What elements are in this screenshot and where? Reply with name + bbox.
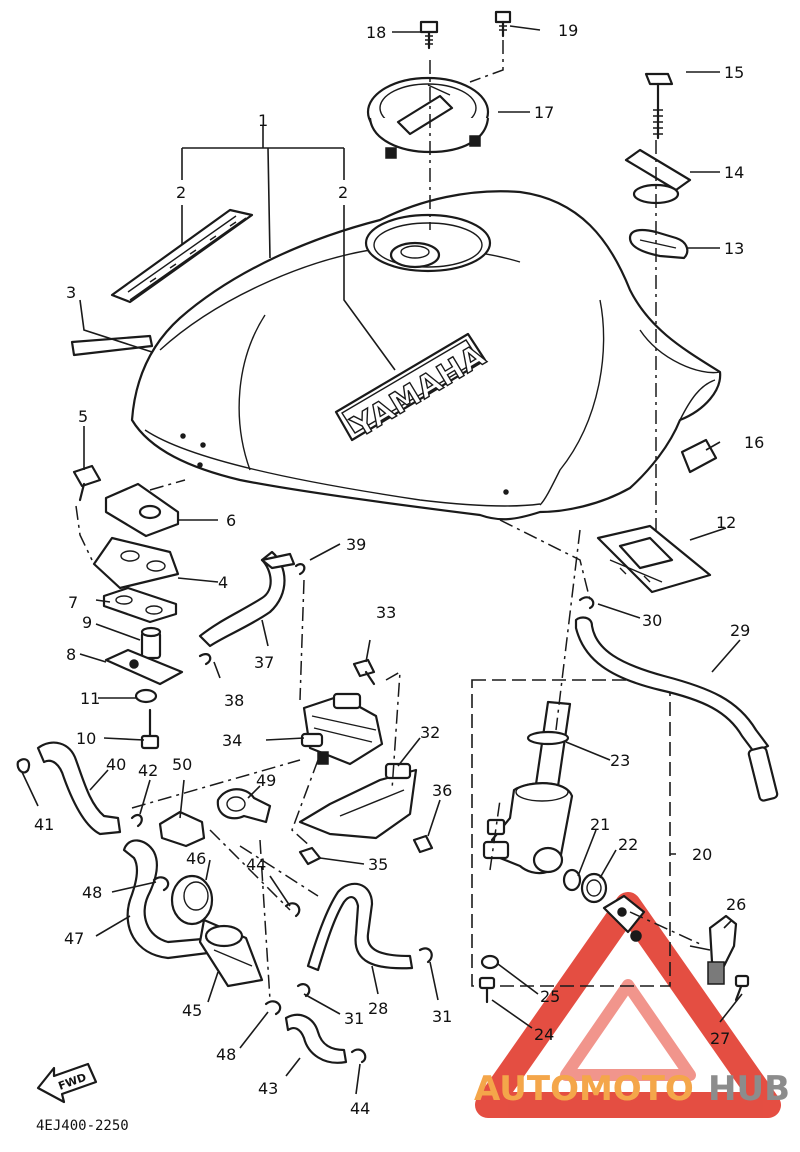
callout-32: 32 [420, 723, 440, 742]
callout-29: 29 [730, 621, 750, 640]
watermark-text: AUTOMOTO HUB [474, 1069, 790, 1109]
callout-7: 7 [68, 593, 78, 612]
callout-37: 37 [254, 653, 274, 672]
callout-41: 41 [34, 815, 54, 834]
fuel-pump-assembly [198, 550, 434, 866]
watermark-text-part1: AUTOMOTO [474, 1069, 694, 1109]
callout-16: 16 [744, 433, 764, 452]
callout-39: 39 [346, 535, 366, 554]
callout-20: 20 [692, 845, 712, 864]
callout-31b: 31 [432, 1007, 452, 1026]
watermark-text-part2: HUB [708, 1069, 790, 1109]
callout-48b: 48 [216, 1045, 236, 1064]
callout-10: 10 [76, 729, 96, 748]
callout-48a: 48 [82, 883, 102, 902]
callout-40: 40 [106, 755, 126, 774]
front-mount-parts [72, 464, 186, 750]
callout-44b: 44 [350, 1099, 370, 1118]
callout-13: 13 [724, 239, 744, 258]
leader-lines [21, 25, 743, 1095]
callout-33: 33 [376, 603, 396, 622]
callout-6: 6 [226, 511, 236, 530]
callout-2a: 2 [176, 183, 186, 202]
callout-28: 28 [368, 999, 388, 1018]
callout-22: 22 [618, 835, 638, 854]
callout-9: 9 [82, 613, 92, 632]
callout-47: 47 [64, 929, 84, 948]
callout-30: 30 [642, 611, 662, 630]
callout-27: 27 [710, 1029, 730, 1048]
callout-labels: 1 2 2 3 4 5 6 7 8 9 10 11 12 13 14 15 16… [34, 21, 764, 1118]
callout-25: 25 [540, 987, 560, 1006]
tank-side-strip [70, 334, 154, 357]
callout-8: 8 [66, 645, 76, 664]
fuel-cock-assembly [471, 519, 779, 1004]
callout-50: 50 [172, 755, 192, 774]
callout-17: 17 [534, 103, 554, 122]
callout-35: 35 [368, 855, 388, 874]
callout-1: 1 [258, 111, 268, 130]
callout-23: 23 [610, 751, 630, 770]
callout-19: 19 [558, 21, 578, 40]
callout-3: 3 [66, 283, 76, 302]
callout-5: 5 [78, 407, 88, 426]
drawing-code: 4EJ400-2250 [36, 1118, 129, 1134]
callout-36: 36 [432, 781, 452, 800]
callout-46: 46 [186, 849, 206, 868]
callout-12: 12 [716, 513, 736, 532]
callout-4: 4 [218, 573, 228, 592]
callout-2b: 2 [338, 183, 348, 202]
rear-mount-parts [596, 72, 718, 594]
callout-44a: 44 [246, 855, 266, 874]
callout-18: 18 [366, 23, 386, 42]
fuel-filter-and-hoses [16, 741, 433, 1064]
callout-15: 15 [724, 63, 744, 82]
callout-38: 38 [224, 691, 244, 710]
tank-decal-left [110, 208, 254, 304]
callout-45: 45 [182, 1001, 202, 1020]
forward-arrow: FWD [36, 1062, 98, 1104]
callout-26: 26 [726, 895, 746, 914]
callout-21: 21 [590, 815, 610, 834]
callout-43: 43 [258, 1079, 278, 1098]
callout-49: 49 [256, 771, 276, 790]
fuel-tank [130, 190, 722, 521]
watermark-logo [475, 892, 781, 1118]
fuel-cap-assembly [366, 10, 512, 230]
callout-34: 34 [222, 731, 242, 750]
callout-42: 42 [138, 761, 158, 780]
callout-24: 24 [534, 1025, 554, 1044]
callout-11: 11 [80, 689, 100, 708]
callout-31a: 31 [344, 1009, 364, 1028]
callout-14: 14 [724, 163, 744, 182]
